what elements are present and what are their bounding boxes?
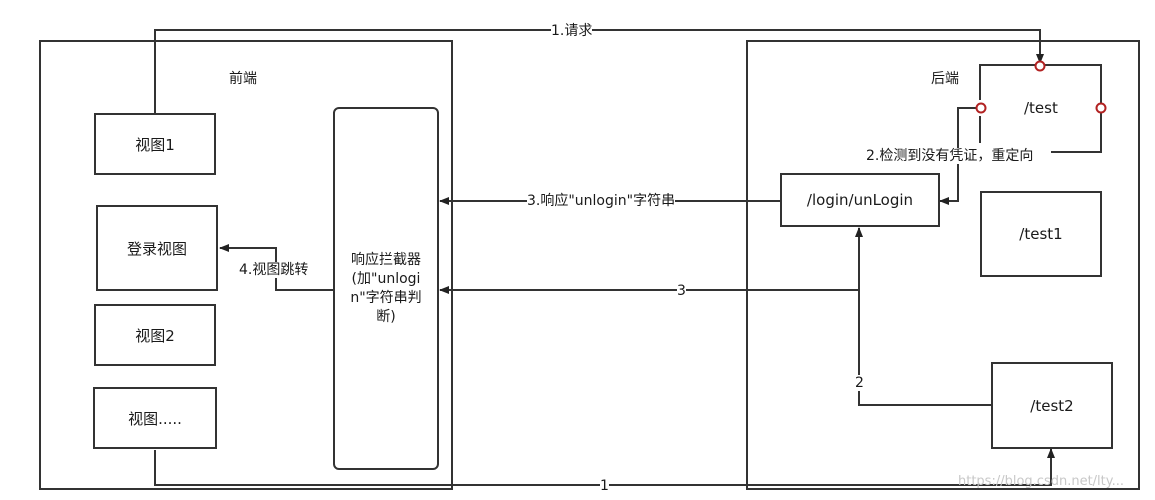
connection-point: [1095, 102, 1107, 114]
login-view: 登录视图: [96, 205, 218, 291]
watermark: https://blog.csdn.net/lty...: [958, 474, 1125, 489]
test2-box: /test2: [991, 362, 1113, 449]
connection-point: [1034, 60, 1046, 72]
test1-box: /test1: [980, 191, 1102, 277]
request-arrow: [154, 29, 1044, 113]
view-more: 视图.....: [93, 387, 217, 449]
response-interceptor: 响应拦截器(加"unlogin"字符串判断): [333, 107, 439, 470]
request-label: 1.请求: [551, 23, 593, 39]
connection-point: [975, 102, 987, 114]
two-label: 2: [855, 375, 864, 391]
redirect-label: 2.检测到没有凭证，重定向: [866, 148, 1034, 164]
frontend-frame: [39, 40, 453, 490]
interceptor-label: 响应拦截器(加"unlogin"字符串判断): [350, 251, 422, 325]
login-unlogin-box: /login/unLogin: [780, 173, 940, 227]
test-box-outline: [979, 64, 1102, 153]
view-2: 视图2: [94, 304, 216, 366]
three-label: 3: [677, 283, 686, 299]
view-1: 视图1: [94, 113, 216, 175]
frontend-title: 前端: [229, 71, 257, 87]
one-label: 1: [600, 478, 609, 494]
backend-title: 后端: [931, 71, 959, 87]
response-label: 3.响应"unlogin"字符串: [527, 193, 676, 209]
test-label: /test: [1024, 99, 1058, 117]
two-arrow: [855, 227, 992, 406]
jump-label: 4.视图跳转: [239, 262, 309, 278]
backend-frame: [746, 40, 1140, 490]
